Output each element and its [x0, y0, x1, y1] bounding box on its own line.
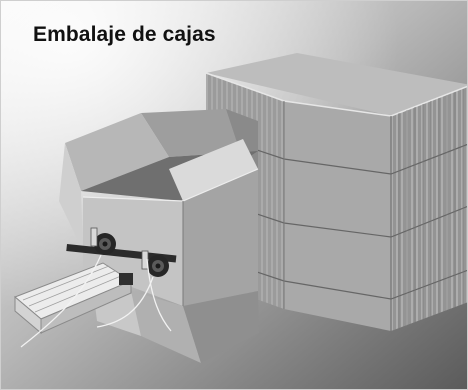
photoelectric-sensor [90, 227, 169, 277]
sensor-cables [20, 254, 172, 348]
sensor-bracket [66, 244, 177, 263]
figure-title: Embalaje de cajas [33, 23, 216, 46]
pneumatic-cylinder [14, 262, 133, 335]
open-cardboard-box [59, 109, 259, 363]
